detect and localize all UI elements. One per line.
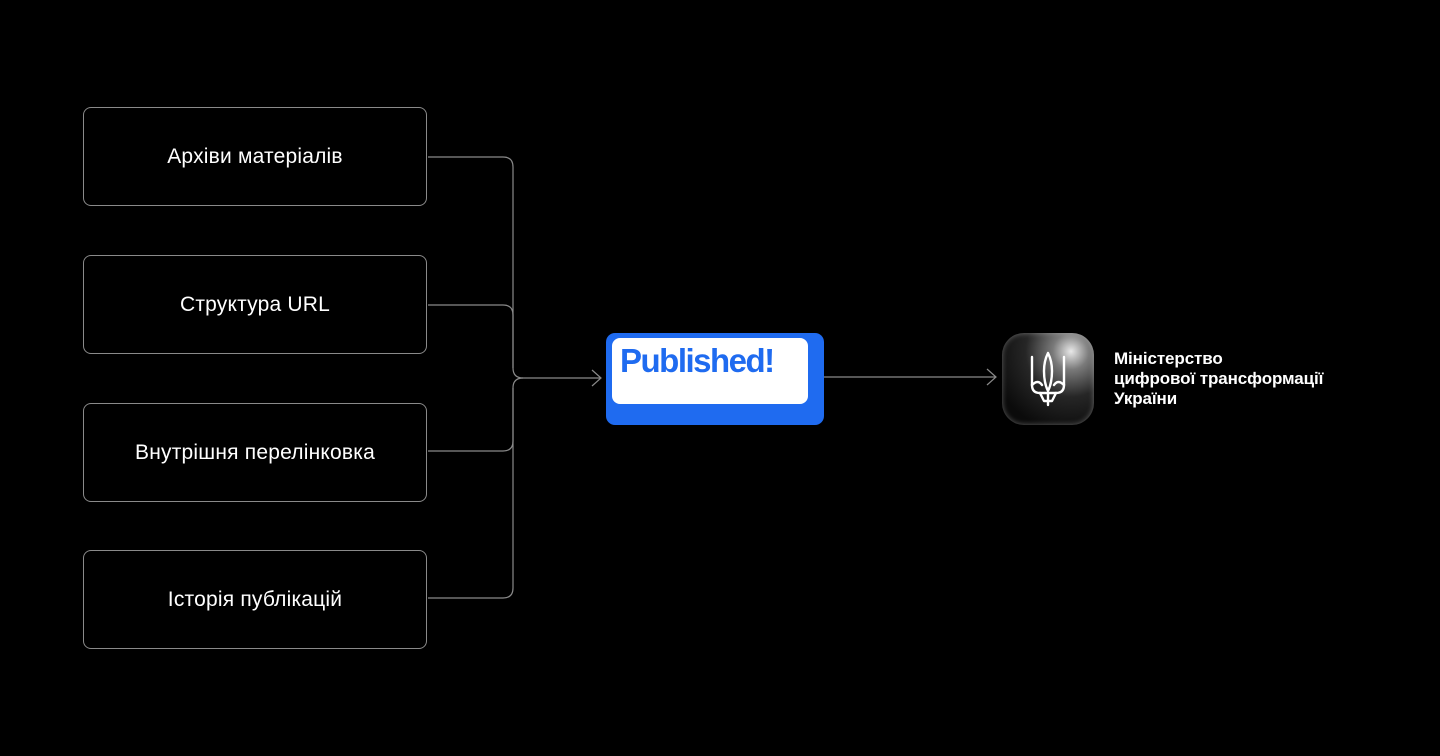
trident-icon-glyph	[1030, 351, 1066, 407]
published-label: Published!	[620, 342, 775, 379]
source-box-internal-linking: Внутрішня перелінковка	[83, 403, 427, 502]
connector-history	[428, 388, 514, 599]
source-label: Історія публікацій	[167, 587, 343, 611]
connector-linking	[428, 377, 524, 452]
ministry-name-line: цифрової трансформації	[1114, 369, 1324, 388]
ministry-name-line: Міністерство	[1114, 349, 1223, 368]
source-label: Архіви матеріалів	[167, 144, 343, 168]
trident-icon	[1002, 333, 1094, 425]
source-label: Структура URL	[179, 292, 331, 316]
published-badge: Published!	[606, 333, 824, 425]
source-label: Внутрішня перелінковка	[135, 440, 375, 464]
arrowhead-published	[591, 369, 602, 387]
source-box-archives: Архіви матеріалів	[83, 107, 427, 206]
published-badge-inner: Published!	[612, 338, 808, 404]
ministry-name-line: України	[1114, 389, 1178, 408]
connector-url	[428, 304, 514, 368]
arrowhead-ministry	[986, 368, 997, 386]
connector-archives	[428, 156, 600, 379]
source-box-publication-history: Історія публікацій	[83, 550, 427, 649]
ministry-name: Міністерство цифрової трансформації Укра…	[1114, 349, 1414, 409]
source-box-url-structure: Структура URL	[83, 255, 427, 354]
